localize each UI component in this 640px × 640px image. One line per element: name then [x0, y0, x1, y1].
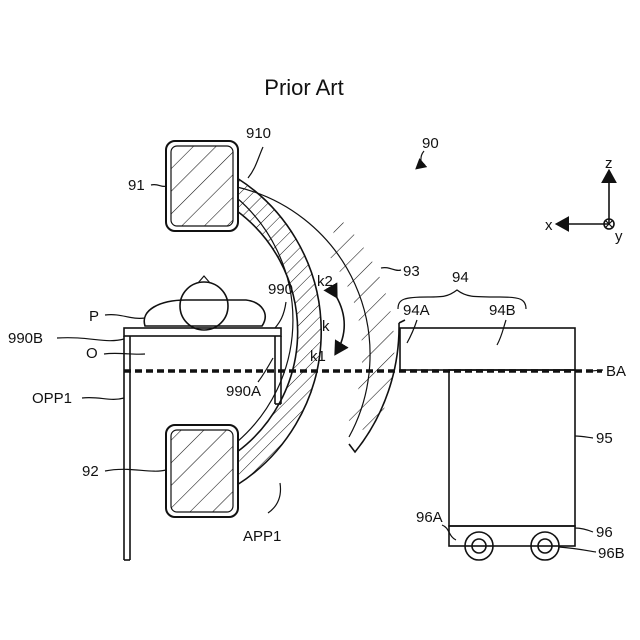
base-upper-block — [400, 328, 575, 370]
leader-94b — [497, 320, 506, 345]
leader-p — [105, 315, 145, 319]
label-94a: 94A — [403, 302, 430, 319]
leader-91 — [151, 185, 166, 187]
label-93: 93 — [403, 263, 420, 280]
label-94b: 94B — [489, 302, 516, 319]
leader-94a — [407, 320, 417, 343]
system-reference: 90 — [417, 135, 439, 168]
leader-990b — [57, 338, 124, 341]
label-990: 990 — [268, 281, 293, 298]
label-ba: BA — [606, 363, 626, 380]
label-96b: 96B — [598, 545, 625, 562]
detector-hatch — [171, 146, 233, 226]
mobile-unit-body — [449, 370, 575, 526]
axis-label-x: x — [545, 217, 553, 234]
leader-opp1 — [82, 398, 124, 400]
leader-95 — [575, 436, 593, 438]
patient-head — [180, 282, 228, 330]
label-92: 92 — [82, 463, 99, 480]
coordinate-axes: z x y — [545, 155, 623, 245]
label-91: 91 — [128, 177, 145, 194]
leader-990 — [275, 302, 286, 328]
label-96a: 96A — [416, 509, 443, 526]
label-90: 90 — [422, 135, 439, 152]
label-990b: 990B — [8, 330, 43, 347]
c-arm-inner-band — [237, 178, 321, 485]
leader-96 — [575, 528, 593, 532]
leader-90 — [417, 151, 424, 168]
leader-o — [104, 353, 145, 354]
leader-910 — [248, 147, 263, 178]
source-hatch — [171, 430, 233, 512]
label-opp1: OPP1 — [32, 390, 72, 407]
rotation-arrow — [336, 296, 344, 353]
axis-label-z: z — [605, 155, 613, 172]
label-910: 910 — [246, 125, 271, 142]
guide-rail-top — [399, 320, 405, 323]
label-k: k — [322, 318, 330, 335]
leader-93 — [381, 268, 401, 271]
leader-app1 — [268, 483, 281, 513]
label-94: 94 — [452, 269, 469, 286]
patient-body — [144, 300, 265, 326]
axis-label-y: y — [615, 228, 623, 245]
label-o: O — [86, 345, 98, 362]
label-k2: k2 — [317, 273, 333, 290]
label-990a: 990A — [226, 383, 261, 400]
label-k1: k1 — [310, 348, 326, 365]
label-95: 95 — [596, 430, 613, 447]
label-app1: APP1 — [243, 528, 281, 545]
figure-title: Prior Art — [264, 75, 343, 100]
wheel-housing — [449, 526, 575, 546]
leader-96b — [559, 547, 596, 552]
label-96: 96 — [596, 524, 613, 541]
leader-92 — [105, 469, 166, 471]
label-p: P — [89, 308, 99, 325]
